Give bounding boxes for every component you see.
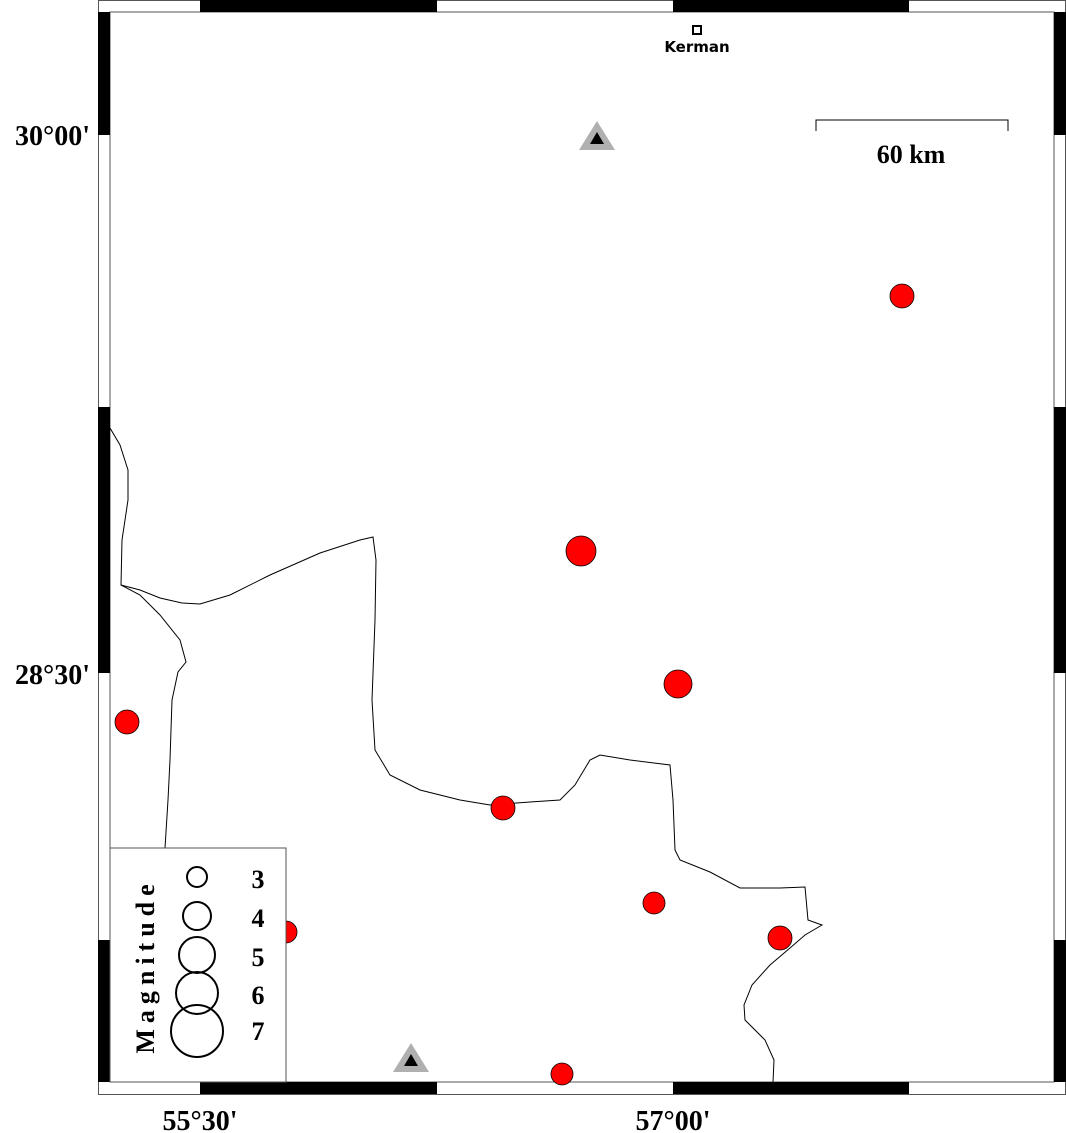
province-border <box>109 427 824 1083</box>
earthquake-event[interactable] <box>663 669 693 699</box>
legend-circle <box>170 1004 224 1058</box>
city-marker-icon <box>692 25 702 35</box>
earthquake-event[interactable] <box>642 891 666 915</box>
station-marker[interactable] <box>579 121 615 150</box>
legend-entry: 4 <box>252 904 265 933</box>
earthquake-event[interactable] <box>889 283 915 309</box>
legend-entry: 5 <box>252 943 265 972</box>
lat-label: 28°30' <box>15 660 90 691</box>
station-marker[interactable] <box>393 1043 429 1072</box>
magnitude-legend: Magnitude 3 4 5 6 7 <box>109 847 287 1083</box>
province-border-branch <box>120 584 187 849</box>
legend-entry: 6 <box>252 981 265 1010</box>
earthquake-event[interactable] <box>767 925 793 951</box>
earthquake-event[interactable] <box>550 1062 574 1086</box>
lat-label: 30°00' <box>15 121 90 152</box>
legend-circle <box>182 901 212 931</box>
earthquake-event[interactable] <box>565 535 597 567</box>
lon-label: 57°00' <box>636 1106 711 1133</box>
scale-bar-label: 60 km <box>877 140 946 169</box>
legend-entry: 7 <box>252 1017 265 1046</box>
city-label: Kerman <box>664 38 729 56</box>
legend-circle <box>186 866 208 888</box>
earthquake-event[interactable] <box>114 709 140 735</box>
legend-title: Magnitude <box>131 878 160 1053</box>
legend-entry: 3 <box>252 865 265 894</box>
lon-label: 55°30' <box>163 1106 238 1133</box>
legend-circle <box>175 971 219 1015</box>
earthquake-event[interactable] <box>490 795 516 821</box>
scale-bar <box>815 119 1009 131</box>
